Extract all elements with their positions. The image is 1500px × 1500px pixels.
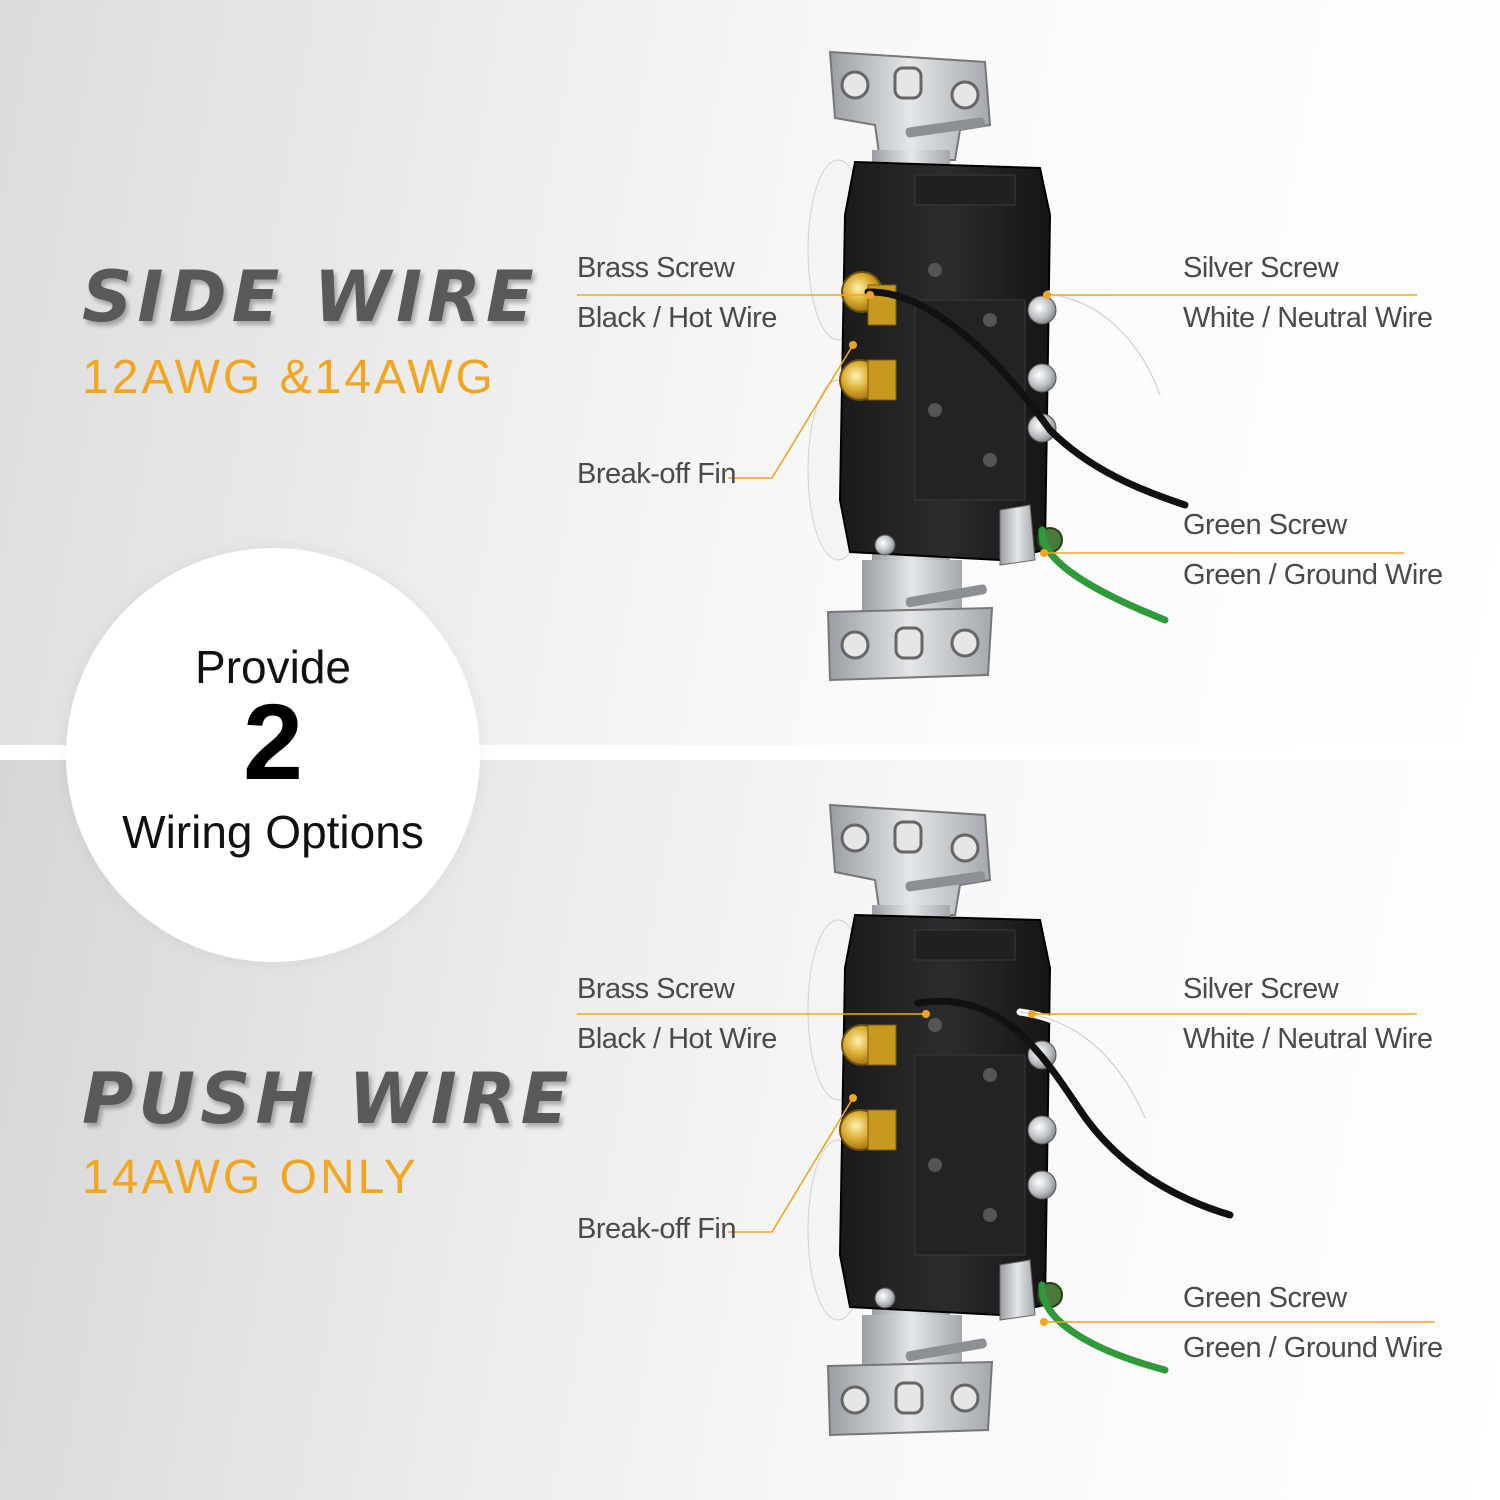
side-silver-screw-label: Silver Screw [1183, 252, 1339, 284]
badge-number: 2 [242, 681, 304, 802]
badge-line-provide: Provide [195, 641, 351, 693]
push-wire-subtitle: 14AWG ONLY [82, 1151, 419, 1204]
push-break-off-fin-label: Break-off Fin [577, 1213, 736, 1245]
push-hot-wire-label: Black / Hot Wire [577, 1023, 777, 1055]
push-neutral-wire-label: White / Neutral Wire [1183, 1023, 1433, 1055]
side-brass-screw-label: Brass Screw [577, 252, 735, 284]
push-wire-leader-lines [577, 1013, 1435, 1323]
push-wire-receptacle [807, 803, 1234, 1437]
push-wire-title: PUSH WIRE [82, 1058, 574, 1140]
side-wire-receptacle [807, 50, 1189, 682]
push-green-screw-label: Green Screw [1183, 1282, 1347, 1314]
side-ground-wire-label: Green / Ground Wire [1183, 559, 1443, 591]
push-brass-screw-label: Brass Screw [577, 973, 735, 1005]
side-wire-subtitle: 12AWG &14AWG [82, 351, 496, 404]
side-green-screw-label: Green Screw [1183, 509, 1347, 541]
side-neutral-wire-label: White / Neutral Wire [1183, 302, 1433, 334]
side-wire-title: SIDE WIRE [82, 256, 539, 338]
side-wire-leader-lines [577, 294, 1417, 554]
badge-line-wiring-options: Wiring Options [122, 806, 424, 858]
push-silver-screw-label: Silver Screw [1183, 973, 1339, 1005]
wiring-options-badge: Provide 2 Wiring Options [66, 548, 480, 962]
side-hot-wire-label: Black / Hot Wire [577, 302, 777, 334]
push-ground-wire-label: Green / Ground Wire [1183, 1332, 1443, 1364]
side-break-off-fin-label: Break-off Fin [577, 458, 736, 490]
